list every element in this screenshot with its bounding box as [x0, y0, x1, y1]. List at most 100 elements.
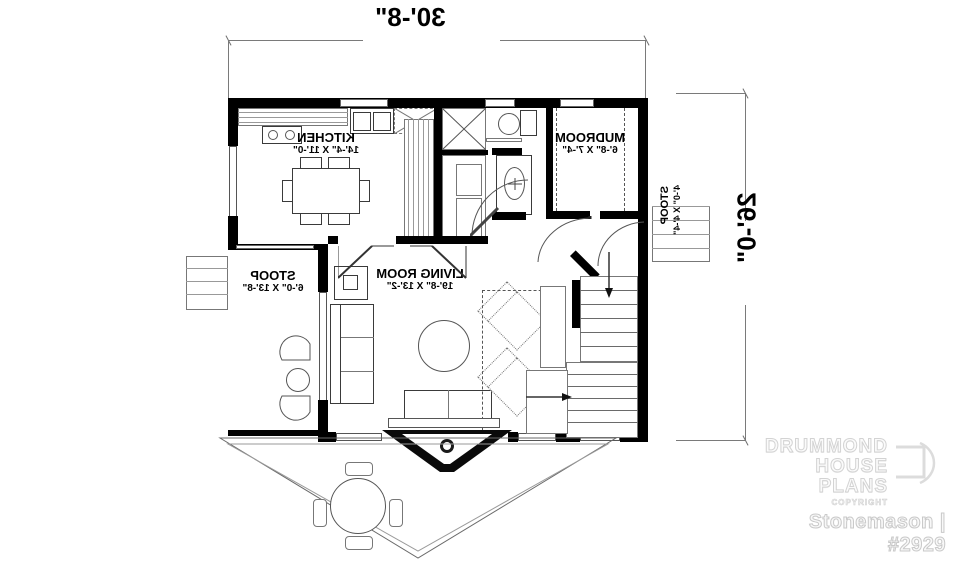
stove-burner-icon — [268, 130, 278, 140]
kitchen-counter-line — [428, 119, 429, 239]
wall-livingroom-left-bottom — [318, 400, 328, 442]
sofa-left-back — [330, 304, 341, 404]
stair-wall-left — [572, 280, 580, 328]
under-stair-storage — [526, 370, 568, 434]
kitchen-counter-line — [238, 122, 348, 123]
living-room-dimension: 19'-8" X 13'-2" — [386, 281, 454, 292]
kitchen-counter-line — [408, 119, 409, 239]
plan-title: Stonemason | #2929 — [808, 511, 946, 557]
kitchen-wall-right — [434, 108, 442, 241]
dimension-right-ext-top — [676, 93, 745, 94]
wall-bath-top — [492, 148, 522, 155]
stair-step — [566, 374, 638, 375]
stoop-left-slab — [186, 256, 228, 310]
wall-left-upper — [228, 98, 238, 146]
logo-line-2: HOUSE PLANS — [815, 456, 888, 498]
french-door-right-icon — [410, 245, 467, 279]
patio-chair — [313, 499, 327, 527]
dining-table — [292, 168, 360, 214]
window-hall — [485, 99, 515, 107]
patio-chair-icon — [279, 395, 311, 421]
bay-sill — [388, 418, 500, 428]
wall-left-mid — [228, 216, 238, 244]
window-kitchen — [340, 99, 388, 107]
dimension-width-label: 30'-8" — [375, 2, 446, 32]
kitchen-sink-basin — [373, 112, 391, 131]
patio-round-table — [330, 478, 386, 534]
sofa-cushion-line — [448, 390, 449, 418]
stair-step — [566, 410, 638, 411]
french-door-left-icon — [338, 245, 394, 279]
stoop-step-line — [186, 268, 228, 269]
mudroom-door-swing-icon — [537, 216, 592, 263]
stair-step — [566, 422, 638, 423]
stair-step — [580, 332, 638, 333]
window-mudroom — [560, 99, 594, 107]
stoop-left-dimension: 6'-0" X 13'-8" — [242, 283, 304, 294]
stoop-step-line — [652, 234, 710, 235]
stoop-step-line — [652, 248, 710, 249]
door-jamb-mid — [396, 236, 410, 244]
living-zone-dash-horizontal — [482, 290, 552, 291]
window-left-upper — [229, 146, 237, 218]
stair-closet — [540, 286, 566, 368]
dining-chair — [328, 213, 350, 225]
dimension-right-line-top — [745, 93, 746, 221]
stoop-step-line — [652, 220, 710, 221]
dining-chair — [328, 157, 350, 169]
dimension-right-line-bottom — [745, 305, 746, 440]
stoop-step-line — [186, 281, 228, 282]
patio-chair-icon — [279, 335, 311, 361]
window-livingroom-left — [319, 292, 327, 402]
patio-side-table-icon — [286, 368, 310, 392]
wall-pantry-bottom — [410, 236, 488, 244]
entry-door-swing-icon — [597, 221, 645, 267]
dimension-top-line-left — [228, 40, 363, 41]
pantry-shelf — [456, 164, 482, 196]
mudroom-dimension: 6'-8" X 7'-4" — [562, 145, 618, 156]
sofa-cushion-line — [341, 371, 374, 372]
mudroom-closet-dash — [624, 108, 625, 216]
living-zone-dash-vertical — [482, 290, 483, 430]
stair-step — [566, 386, 638, 387]
stoop-right-dimension: 4'-0" X 4'-4" — [672, 185, 682, 235]
kitchen-counter-line — [238, 112, 348, 113]
logo-line-1: DRUMMOND — [764, 436, 888, 458]
lamp-icon — [343, 275, 358, 290]
toilet-bowl-icon — [498, 113, 520, 135]
drummond-mark-icon — [896, 442, 936, 485]
stair-down-arrow-icon — [526, 393, 572, 401]
stoop-left-rail — [236, 245, 314, 249]
kitchen-counter-line — [413, 119, 414, 239]
door-jamb-left — [328, 236, 338, 244]
wall-bottom-mid — [508, 432, 518, 442]
dimension-top-ext-right — [645, 40, 646, 98]
pantry-rail — [486, 138, 522, 142]
kitchen-dimension: 14'-4" X 11'-0" — [293, 145, 359, 156]
stoop-step-line — [652, 206, 710, 207]
dimension-right-ext-bottom — [676, 440, 745, 441]
wall-bottom-left — [318, 432, 336, 442]
patio-chair — [345, 536, 373, 550]
stair-step — [580, 304, 638, 305]
kitchen-counter-line — [238, 117, 348, 118]
pantry-x-icon — [442, 108, 486, 150]
wall-mudroom-left — [546, 108, 553, 216]
wall-right — [638, 98, 648, 442]
dimension-height-label: 26'-0" — [731, 192, 762, 264]
stoop-right-label: STOOP — [659, 186, 671, 225]
patio-chair — [389, 499, 403, 527]
dining-chair — [282, 180, 293, 202]
bay-window-icon — [382, 430, 512, 472]
stoop-step-line — [186, 294, 228, 295]
dining-chair — [300, 213, 322, 225]
stair-step — [580, 346, 638, 347]
deck-outline — [218, 437, 618, 559]
door-jamb-right — [466, 236, 488, 244]
wall-livingroom-left-top — [318, 244, 328, 292]
faucet-icon — [508, 178, 522, 190]
pantry-divider — [442, 150, 488, 155]
wall-bath-bottom — [492, 212, 526, 220]
bathroom-door-swing-icon — [470, 179, 529, 238]
